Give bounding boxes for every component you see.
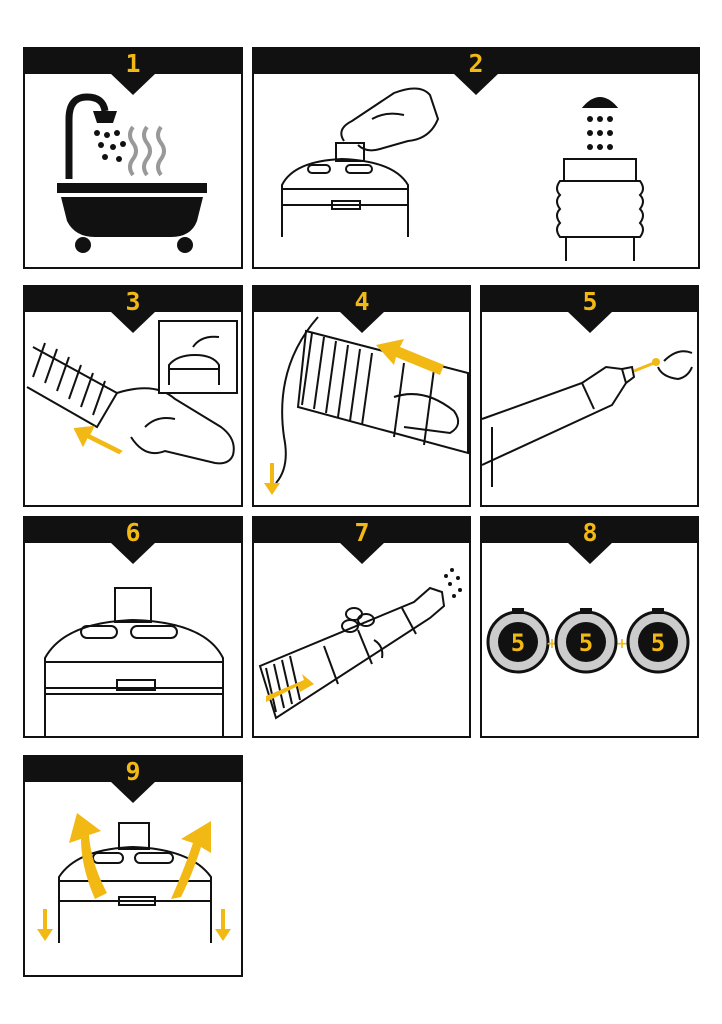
timer-1: 5 [486, 608, 550, 674]
step-number: 8 [582, 518, 598, 547]
step-number: 6 [125, 518, 141, 547]
step-number: 3 [125, 287, 141, 316]
step-panel-1: 1 [23, 47, 243, 269]
step-number: 2 [468, 49, 484, 78]
timer-digit: 5 [651, 629, 665, 657]
step-panel-7: 7 [252, 516, 471, 738]
timer-2: 5 [554, 608, 618, 674]
plus-icon: + [546, 636, 558, 652]
step-header [25, 287, 241, 312]
step-header-notch [567, 542, 613, 564]
step-header [25, 49, 241, 74]
step-panel-5: 5 [480, 285, 699, 507]
step-header [482, 518, 697, 543]
release-pressure-icon [37, 813, 231, 943]
step-header-notch [110, 542, 156, 564]
valve-pull-icon [482, 350, 693, 487]
step-header [25, 518, 241, 543]
step-header [254, 287, 469, 312]
step-header-notch [339, 542, 385, 564]
step-panel-3: 3 [23, 285, 243, 507]
step-number: 4 [354, 287, 370, 316]
plus-icon: + [616, 636, 628, 652]
pump-closed-icon [44, 587, 224, 736]
step-header-notch [567, 311, 613, 333]
step-header-notch [453, 73, 499, 95]
timer-3: 5 [626, 608, 690, 674]
insert-hand-icon [26, 320, 238, 465]
step-header [482, 287, 697, 312]
step-panel-9: 9 [23, 755, 243, 977]
step-number: 7 [354, 518, 370, 547]
step-panel-2: 2 [252, 47, 700, 269]
step-panel-8: 8 5 + 5 + 5 [480, 516, 699, 738]
step-header [25, 757, 241, 782]
timer-digit: 5 [579, 629, 593, 657]
step-number: 1 [125, 49, 141, 78]
bathtub-shower-icon [57, 93, 207, 253]
timer-sequence-icon: 5 + 5 + 5 [486, 608, 690, 674]
step-number: 5 [582, 287, 598, 316]
push-cylinder-icon [264, 316, 469, 495]
timer-digit: 5 [511, 629, 525, 657]
step-header-notch [110, 311, 156, 333]
step-header-notch [339, 311, 385, 333]
step-header-notch [110, 73, 156, 95]
step-panel-6: 6 [23, 516, 243, 738]
step-header [254, 49, 698, 74]
drain-water-icon [258, 568, 462, 720]
pump-and-shower-icon [281, 87, 644, 261]
step-panel-4: 4 [252, 285, 471, 507]
step-header [254, 518, 469, 543]
step-number: 9 [125, 757, 141, 786]
step-header-notch [110, 781, 156, 803]
